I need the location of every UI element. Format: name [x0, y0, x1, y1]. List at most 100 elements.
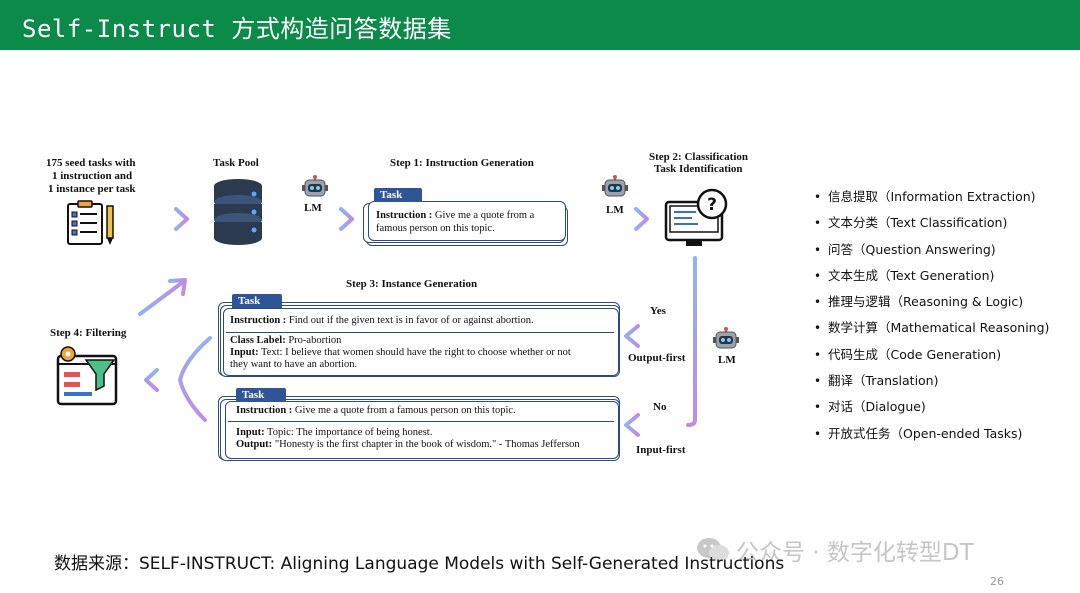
output-first-input-text-1: Text: I believe that women should have t… [261, 347, 571, 358]
bullet: • [814, 216, 822, 231]
input-first-separator [228, 421, 614, 422]
list-item-text: 翻译（Translation) [828, 373, 939, 389]
list-item-text: 问答（Question Answering) [828, 241, 996, 257]
list-item: • 信息提取（Information Extraction) [814, 186, 1049, 212]
header-bar: Self-Instruct 方式构造问答数据集 [0, 0, 1080, 50]
output-first-label: Output-first [628, 352, 686, 364]
list-item-text: 文本分类（Text Classification) [828, 215, 1008, 231]
list-item: • 文本分类（Text Classification) [814, 212, 1049, 238]
arrow-seed-to-pool [131, 207, 189, 231]
input-first-label: Input-first [636, 444, 686, 456]
input-first-task-tag: Task [236, 388, 286, 402]
task-pool-label: Task Pool [213, 157, 259, 169]
watermark-text: 公众号 · 数字化转型DT [736, 540, 974, 566]
output-first-class-label: Class Label: Pro-abortion [230, 335, 341, 347]
output-first-card [223, 308, 619, 376]
input-first-output-key: Output: [236, 439, 273, 450]
bullet: • [814, 268, 822, 283]
no-label: No [653, 401, 667, 413]
arrow-step1-to-step2 [586, 207, 649, 231]
list-item: • 代码生成（Code Generation) [814, 344, 1049, 370]
question-screen-icon: ? [664, 188, 728, 246]
lm-label-3: LM [718, 354, 736, 366]
output-first-input-key: Input: [230, 347, 259, 358]
bullet: • [814, 190, 822, 204]
seed-tasks-line-1: 175 seed tasks with [46, 157, 136, 169]
step2-label-line-2: Task Identification [654, 163, 743, 175]
step1-instruction-key: Instruction : [376, 210, 433, 221]
input-first-instruction-key: Instruction : [236, 405, 293, 416]
output-first-input-text-2: they want to have an abortion. [230, 359, 358, 370]
list-item-text: 推理与逻辑（Reasoning & Logic) [828, 294, 1024, 310]
step1-instruction: Instruction : Give me a quote from a [376, 210, 534, 222]
input-first-instruction-text: Give me a quote from a famous person on … [294, 405, 516, 416]
output-first-class-label-text: Pro-abortion [288, 335, 342, 346]
list-item-text: 对话（Dialogue) [828, 399, 926, 415]
output-first-separator [226, 332, 614, 333]
filter-gear-icon [56, 346, 118, 406]
output-first-class-label-key: Class Label: [230, 335, 286, 346]
output-first-instruction-text: Find out if the given text is in favor o… [288, 315, 534, 326]
arrow-instances-to-filter [144, 336, 212, 422]
step1-card [368, 201, 566, 241]
input-first-instruction: Instruction : Give me a quote from a fam… [236, 405, 516, 417]
task-type-list: • 信息提取（Information Extraction) • 文本分类（Text… [814, 186, 1049, 449]
bullet: • [814, 374, 822, 389]
wechat-icon [697, 538, 729, 561]
seed-tasks-line-2: 1 instruction and [52, 170, 133, 182]
lm-label-1: LM [304, 202, 322, 214]
input-first-output: Output: "Honesty is the first chapter in… [236, 439, 580, 451]
list-item: • 文本生成（Text Generation) [814, 265, 1049, 291]
step1-label: Step 1: Instruction Generation [390, 157, 534, 169]
robot-icon-3 [713, 327, 739, 349]
source-citation: 数据来源：SELF-INSTRUCT: Aligning Language Mo… [54, 554, 785, 574]
bullet: • [814, 295, 822, 310]
arrow-filter-to-pool [138, 278, 187, 316]
input-first-input-key: Input: [236, 427, 265, 438]
output-first-instruction: Instruction : Find out if the given text… [230, 315, 534, 327]
input-first-input: Input: Topic: The importance of being ho… [236, 427, 432, 439]
bullet: • [814, 242, 822, 257]
arrow-pool-to-step1 [288, 207, 354, 231]
step3-label: Step 3: Instance Generation [346, 278, 478, 290]
step4-label: Step 4: Filtering [50, 327, 127, 339]
arrow-no-branch [624, 413, 690, 437]
list-item-text: 代码生成（Code Generation) [828, 346, 1002, 362]
lm-label-2: LM [606, 204, 624, 216]
bullet: • [814, 347, 822, 362]
list-item-text: 开放式任务（Open-ended Tasks) [828, 425, 1023, 441]
checklist-icon [67, 200, 114, 245]
list-item: • 翻译（Translation) [814, 370, 1049, 396]
yes-label: Yes [650, 305, 666, 317]
bullet: • [814, 426, 822, 441]
step1-instruction-text-2: famous person on this topic. [376, 223, 495, 234]
arrow-step2-down [686, 256, 697, 427]
list-item: •数学计算（Mathematical Reasoning) [814, 317, 1049, 343]
svg-text:?: ? [707, 195, 717, 215]
page-number: 26 [990, 575, 1004, 588]
output-first-task-tag: Task [232, 294, 282, 308]
step1-task-tag: Task [374, 188, 422, 202]
list-item: • 对话（Dialogue) [814, 396, 1049, 422]
list-item-text: 信息提取（Information Extraction) [828, 189, 1036, 204]
list-item-text: 文本生成（Text Generation) [828, 267, 995, 283]
database-icon [214, 179, 262, 245]
output-first-input: Input: Text: I believe that women should… [230, 347, 571, 359]
robot-icon-1 [302, 175, 328, 197]
step1-instruction-text-1: Give me a quote from a [434, 210, 535, 221]
input-first-input-text: Topic: The importance of being honest. [267, 427, 433, 438]
slide-title: Self-Instruct 方式构造问答数据集 [22, 15, 452, 43]
arrow-yes-branch [624, 324, 697, 348]
list-item: • 推理与逻辑（Reasoning & Logic) [814, 291, 1049, 317]
list-item: • 问答（Question Answering) [814, 239, 1049, 265]
step2-label-line-1: Step 2: Classification [649, 151, 748, 163]
output-first-instruction-key: Instruction : [230, 315, 287, 326]
list-item: • 开放式任务（Open-ended Tasks) [814, 423, 1049, 449]
robot-icon-2 [602, 175, 628, 197]
bullet: • [814, 321, 822, 336]
seed-tasks-line-3: 1 instance per task [48, 183, 136, 195]
input-first-output-text: "Honesty is the first chapter in the boo… [274, 439, 580, 450]
input-first-card [225, 401, 619, 459]
bullet: • [814, 400, 822, 415]
